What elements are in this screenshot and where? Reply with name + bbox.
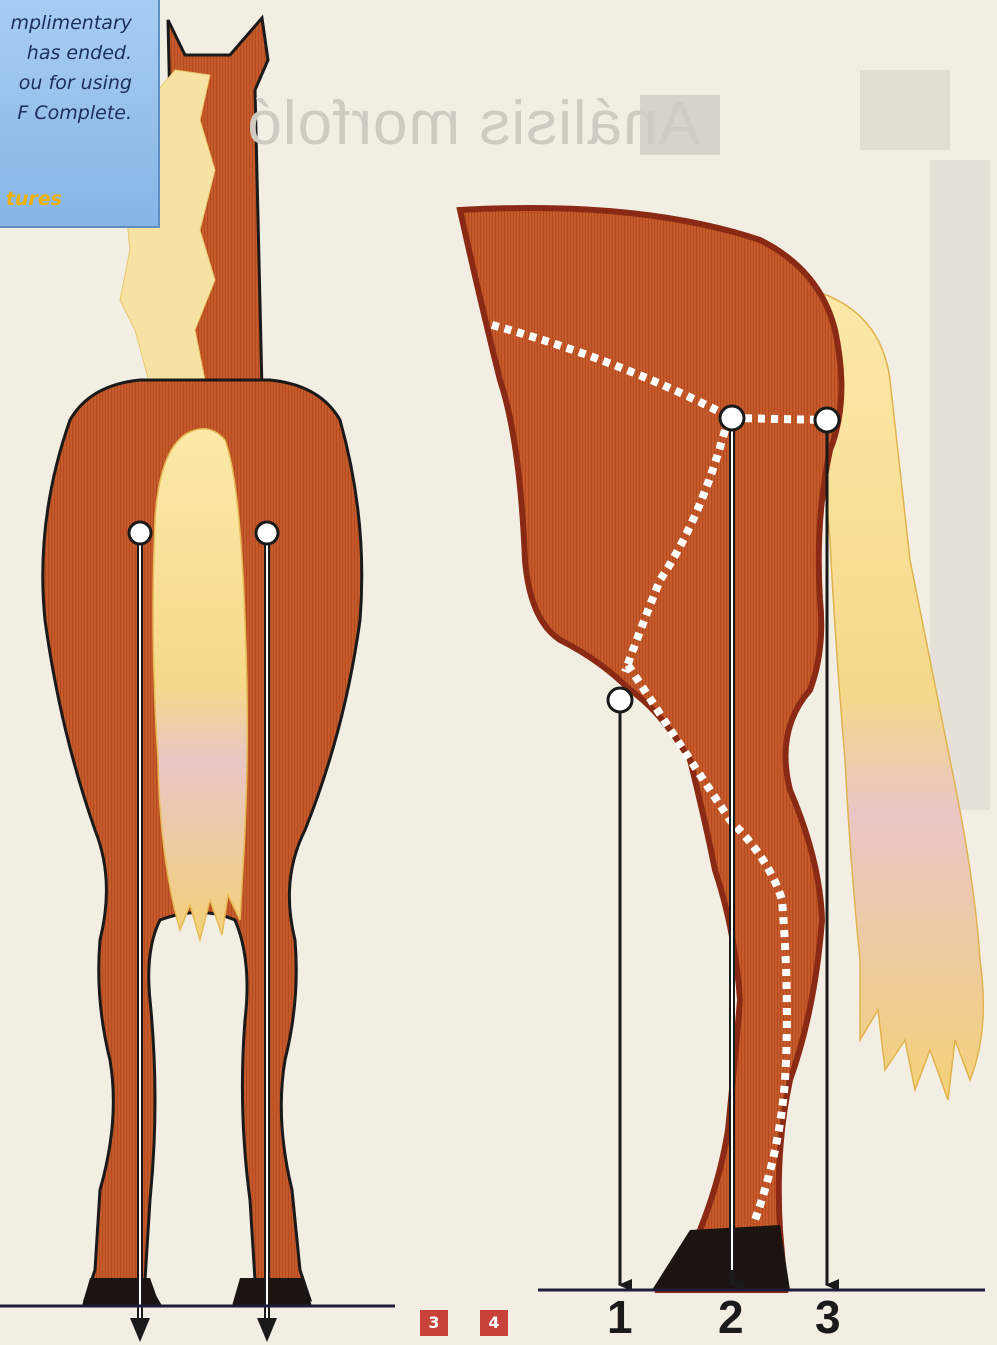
faded-block (860, 70, 950, 150)
joint-marker (256, 522, 278, 544)
background-heading: Análisis morfoló (246, 88, 700, 159)
notice-line: ou for using (19, 72, 132, 94)
trial-notice: mplimentary has ended. ou for using F Co… (0, 0, 160, 228)
left-hoof (82, 1278, 160, 1306)
joint-marker (720, 406, 744, 430)
right-hoof (232, 1278, 312, 1306)
notice-link[interactable]: tures (6, 188, 62, 210)
notice-line: mplimentary (10, 12, 132, 34)
rear-tail (153, 429, 247, 940)
figure-badge: 3 (420, 1310, 448, 1336)
joint-marker (815, 408, 839, 432)
notice-line: has ended. (27, 42, 132, 64)
figure-badge: 4 (480, 1310, 508, 1336)
marker-label-3: 3 (815, 1290, 841, 1344)
marker-label-1: 1 (607, 1290, 633, 1344)
marker-label-2: 2 (718, 1290, 744, 1344)
joint-marker (608, 688, 632, 712)
notice-line: F Complete. (17, 102, 132, 124)
joint-marker (129, 522, 151, 544)
